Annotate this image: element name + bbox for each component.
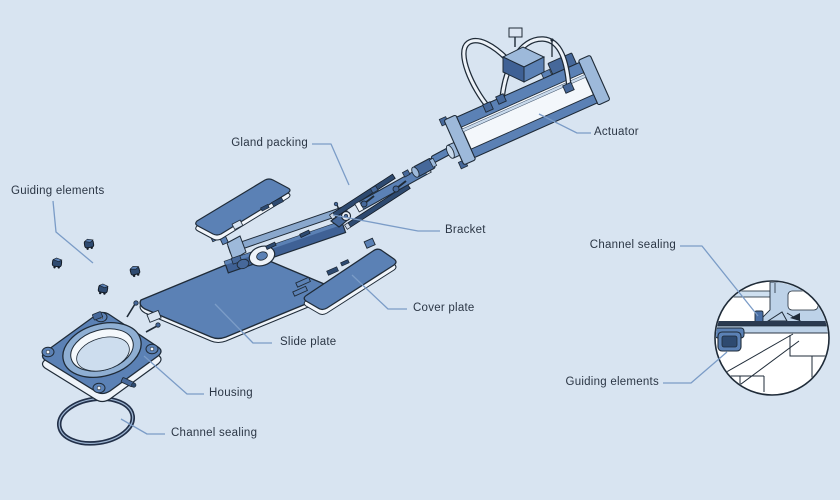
label-housing: Housing: [209, 387, 253, 399]
label-gland-packing: Gland packing: [231, 137, 308, 149]
label-channel-sealing-right: Channel sealing: [589, 239, 676, 251]
label-channel-sealing-left: Channel sealing: [171, 427, 258, 439]
bracket-illustration: [223, 201, 352, 274]
cover-plate-right-illustration: [292, 237, 397, 315]
leader-guiding-elements-right: [663, 351, 728, 384]
housing-illustration: [41, 300, 162, 403]
detail-circle: [714, 280, 830, 396]
guiding-element-detail: [716, 327, 745, 352]
leader-housing: [143, 355, 204, 395]
channel-sealing-ring-illustration: [56, 396, 136, 446]
leader-gland-packing: [312, 143, 350, 186]
label-guiding-elements-left: Guiding elements: [11, 185, 105, 197]
leader-bracket: [332, 214, 440, 232]
label-slide-plate: Slide plate: [280, 336, 337, 348]
leader-actuator: [538, 113, 591, 134]
label-bracket: Bracket: [445, 224, 486, 236]
actuator-illustration: [438, 27, 610, 170]
leader-channel-sealing-left: [120, 418, 165, 435]
leader-channel-sealing-right: [680, 245, 759, 317]
gland-packing-illustration: [329, 173, 411, 230]
cover-plate-left-illustration: [195, 178, 291, 246]
label-guiding-elements-right: Guiding elements: [565, 376, 659, 388]
guiding-elements-clips: [51, 238, 141, 295]
leader-lines: [52, 113, 759, 435]
label-cover-plate: Cover plate: [413, 302, 475, 314]
leader-cover-plate: [351, 274, 407, 310]
leader-slide-plate: [214, 303, 272, 344]
label-actuator: Actuator: [594, 126, 639, 138]
leader-guiding-elements-left: [52, 200, 94, 264]
